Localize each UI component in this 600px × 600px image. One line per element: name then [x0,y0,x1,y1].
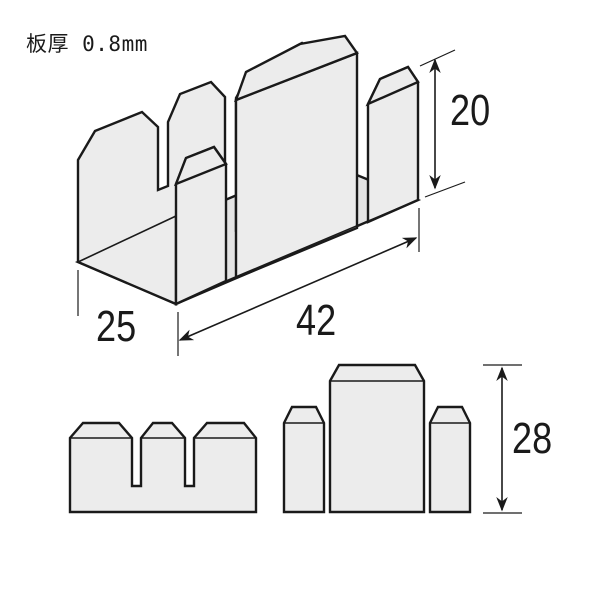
iso-center-panel-top [233,34,359,103]
side-view [282,363,522,514]
dim-25-label: 25 [96,302,137,351]
dim-42-label: 42 [296,296,337,345]
iso-right-post-top [365,65,420,107]
plate-thickness-label: 板厚 0.8mm [26,32,148,56]
iso-floor-edge [77,215,177,263]
dim-20-ext-top [419,49,456,67]
front-view-outline [68,421,258,514]
side-center-panel [328,363,426,514]
dim-20-label: 20 [450,86,491,135]
iso-front-post-top [173,145,228,187]
dim-20-ext-bottom [424,181,466,198]
isometric-view [74,34,466,356]
dim-42-line [178,237,418,341]
front-view [68,421,258,514]
dim-28-label: 28 [512,414,553,463]
